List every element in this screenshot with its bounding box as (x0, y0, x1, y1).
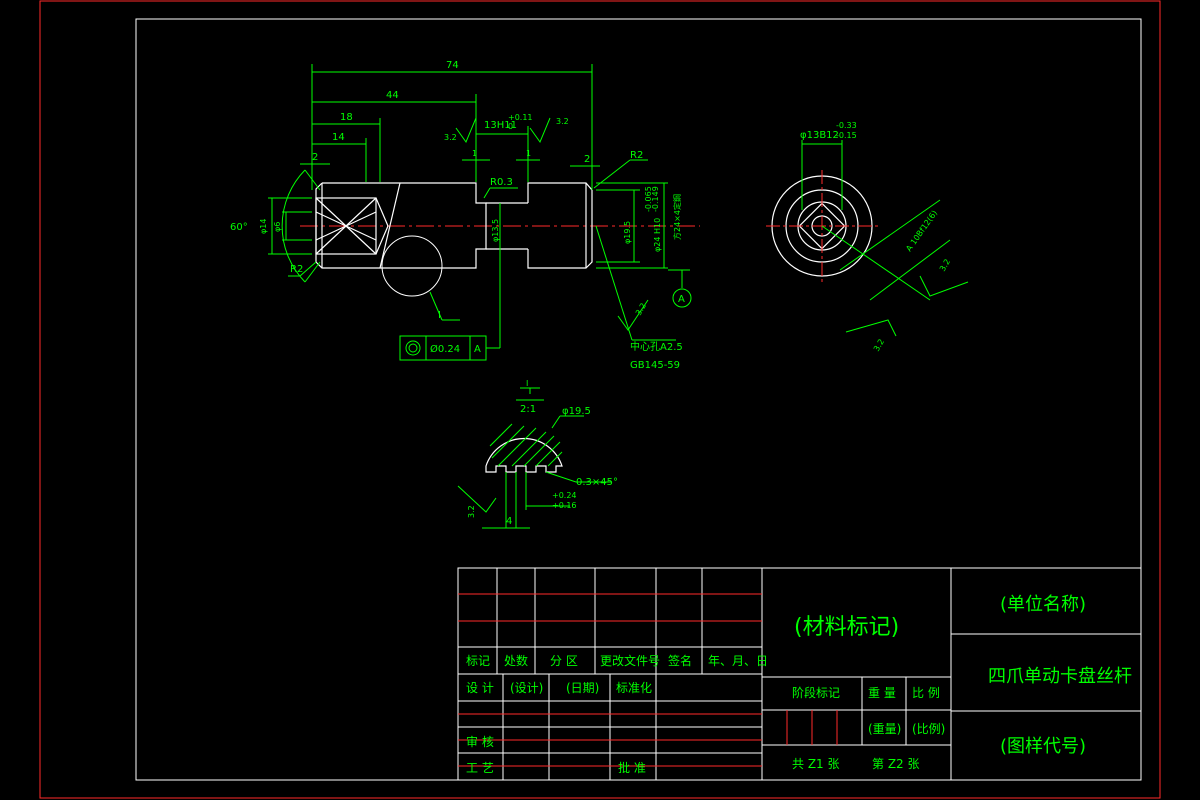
check-label: 审 核 (466, 734, 494, 749)
radius-r03: R0.3 (490, 177, 513, 188)
design-value: (设计) (510, 681, 543, 695)
col-mark: 标记 (466, 654, 490, 668)
dim-74: 74 (446, 60, 459, 71)
side-dia: φ13B12 (800, 130, 839, 141)
unit-name: (单位名称) (1000, 594, 1086, 615)
dim-groove: 13H11 (484, 120, 517, 131)
sheet-number: 第 Z2 张 (872, 757, 920, 771)
main-view: I 74 44 18 14 2 13H11 +0.11 0 3.2 3.2 1 (230, 60, 700, 371)
side-rough-a: 3.2 (938, 257, 952, 273)
dim-dia-24: φ24 H10 (653, 218, 662, 252)
dim-groove-tol2: 0 (508, 122, 513, 131)
side-tol-a: -0.33 (836, 121, 857, 130)
scale-value: (比例) (912, 722, 945, 736)
rough-groove-left: 3.2 (444, 133, 457, 142)
design-label: 设 计 (466, 681, 494, 695)
date-value: (日期) (566, 681, 599, 695)
weight-value: (重量) (868, 722, 901, 736)
datum-a-circle (672, 288, 692, 308)
process-label: 工 艺 (466, 761, 494, 775)
stage-mark-label: 阶段标记 (792, 685, 840, 700)
rough-groove-right: 3.2 (556, 117, 569, 126)
detail-ref-label: I (438, 310, 441, 321)
side-view: φ13B12 -0.33 -0.15 A 10Bf12(6) 3.2 3.2 (766, 121, 969, 353)
detail-circle (381, 235, 443, 297)
dim-groove-tol: +0.11 (508, 113, 533, 122)
angle-60: 60° (230, 222, 248, 233)
outer-frame (39, 0, 1161, 799)
scale-label: 比 例 (912, 686, 940, 700)
detail-scale: 2:1 (520, 404, 536, 415)
datum-a: A (678, 294, 685, 305)
dim-dia-6: φ6 (273, 222, 282, 232)
detail-title: I (526, 379, 528, 388)
radius-r2-bottom: R2 (290, 264, 303, 275)
dim-small-1a: 1 (472, 149, 477, 158)
dim-small-1b: 1 (526, 149, 531, 158)
side-a-label: A 10Bf12(6) (904, 209, 939, 253)
dim-dia-195: φ19.5 (623, 221, 632, 244)
col-date: 年、月、日 (708, 654, 768, 668)
dim-dia-135: φ13.5 (491, 219, 500, 242)
weight-label: 重 量 (868, 686, 896, 700)
center-hole-std: GB145-59 (630, 360, 680, 371)
fcf-datum: A (474, 344, 481, 355)
part-name: 四爪单动卡盘丝杆 (988, 666, 1132, 687)
side-tol-b: -0.15 (836, 131, 857, 140)
detail-tol-a: +0.24 (552, 491, 577, 500)
detail-dia: φ19.5 (562, 406, 591, 417)
side-rough-b: 3.2 (872, 337, 886, 353)
col-doc: 更改文件号 (600, 653, 660, 668)
drawing-number: (图样代号) (1000, 736, 1086, 757)
detail-chamfer: 0.3×45° (576, 477, 618, 488)
dim-square: 方24×4定鋼 (672, 194, 682, 240)
radius-r2-top: R2 (630, 150, 643, 161)
center-hole-note: 中心孔A2.5 (630, 340, 683, 353)
fcf-tolerance: Ø0.24 (430, 343, 460, 355)
col-sign: 签名 (668, 653, 692, 668)
dim-14: 14 (332, 132, 345, 143)
dim-44: 44 (386, 90, 399, 101)
detail-rough: 3.2 (467, 505, 476, 518)
total-sheets: 共 Z1 张 (792, 757, 840, 771)
col-count: 处数 (504, 653, 528, 668)
part-outline-right (527, 182, 593, 269)
standard-label: 标准化 (616, 681, 652, 695)
dim-dia-24-tol-b: -0.149 (651, 186, 660, 212)
dim-chamfer-left: 2 (312, 152, 318, 163)
fcf-frame (399, 335, 487, 361)
title-block: (材料标记) (单位名称) 四爪单动卡盘丝杆 (图样代号) 标记 处数 分 区 … (457, 567, 1142, 781)
dim-chamfer-right: 2 (584, 154, 590, 165)
dim-dia-14: φ14 (259, 219, 268, 234)
detail-tol-b: +0.16 (552, 501, 577, 510)
dim-18: 18 (340, 112, 353, 123)
material-mark: (材料标记) (794, 615, 899, 640)
dim-dia-24-tol-a: -0.065 (644, 186, 653, 212)
detail-view: I 2:1 φ19.5 0.3×45° 4 +0.24 +0.16 3.2 (457, 379, 618, 529)
approve-label: 批 准 (618, 760, 646, 775)
col-zone: 分 区 (550, 654, 578, 668)
detail-4: 4 (506, 516, 512, 527)
